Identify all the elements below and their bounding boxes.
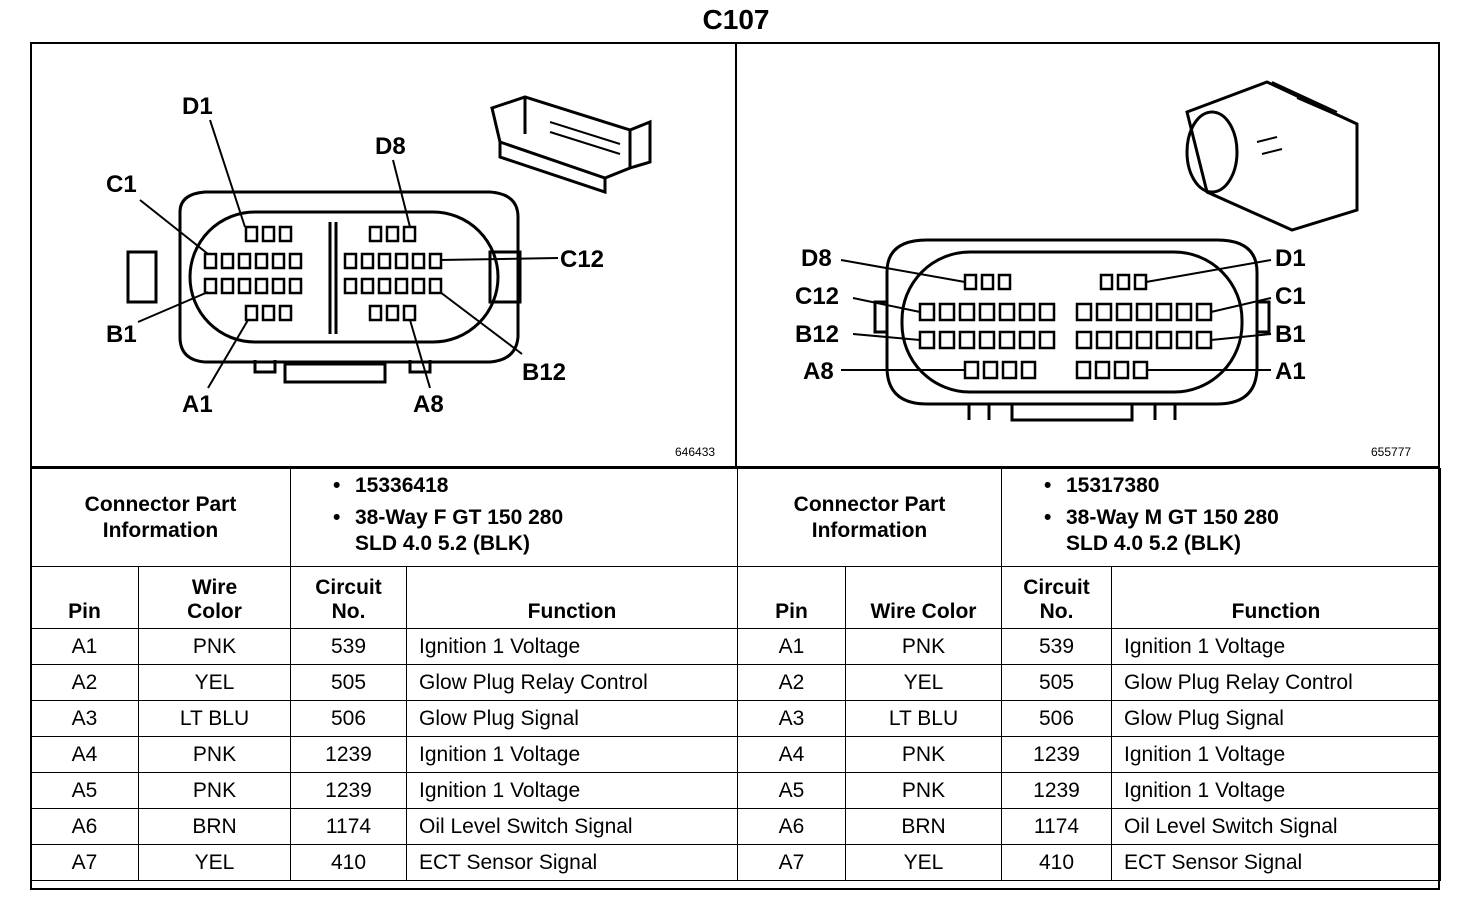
- header-pin: Pin: [30, 566, 139, 629]
- left-bottom-lock: [283, 362, 387, 384]
- header-wire-color: Wire Color: [845, 566, 1002, 629]
- right-cavities: [918, 273, 1213, 380]
- label-d1: D1: [182, 93, 213, 120]
- right-face-oval: [900, 250, 1244, 394]
- part-description-2: SLD 4.0 5.2 (BLK): [355, 532, 531, 555]
- label-a8: A8: [803, 358, 834, 385]
- label-c12: C12: [795, 283, 839, 310]
- part-number: 15336418: [355, 474, 449, 497]
- right-bottom-latch: [967, 404, 1177, 422]
- left-shell-outline: [178, 190, 520, 364]
- right-right-tab: [1255, 300, 1271, 334]
- part-description-2: SLD 4.0 5.2 (BLK): [1066, 532, 1242, 555]
- label-d8: D8: [375, 133, 406, 160]
- part-description: 38-Way M GT 150 280: [1066, 506, 1279, 529]
- right-left-tab: [873, 300, 889, 334]
- left-connector-panel: D1 D8 C1 C12 B1 B12 A1 A8 646433: [30, 42, 737, 468]
- right-connector-panel: D8 D1 C12 C1 B12 B1 A8 A1 655777: [737, 42, 1440, 468]
- left-leader-lines: [137, 119, 559, 389]
- left-face-oval: [188, 210, 500, 344]
- label-b1: B1: [1275, 321, 1306, 348]
- label-d1: D1: [1275, 245, 1306, 272]
- right-shell-outline: [885, 238, 1259, 406]
- right-side-tab: [488, 250, 522, 304]
- left-iso-housing: [490, 95, 632, 180]
- label-c12: C12: [560, 246, 604, 273]
- label-a8: A8: [413, 391, 444, 418]
- left-bottom-latch: [253, 360, 432, 374]
- label-c1: C1: [1275, 283, 1306, 310]
- right-iso-housing: [1185, 80, 1359, 232]
- right-leader-lines: [840, 259, 1272, 371]
- label-c1: C1: [106, 171, 137, 198]
- part-number: 15317380: [1066, 474, 1160, 497]
- label-a1: A1: [1275, 358, 1306, 385]
- figure-number: 646433: [675, 445, 715, 459]
- label-a1: A1: [182, 391, 213, 418]
- label-b1: B1: [106, 321, 137, 348]
- left-connector-drawing: D1 D8 C1 C12 B1 B12 A1 A8 646433: [106, 93, 715, 459]
- diagram-title: C107: [702, 4, 770, 35]
- header-function: Function: [406, 566, 738, 629]
- figure-number: 655777: [1371, 445, 1411, 459]
- left-side-tab: [126, 250, 158, 304]
- right-connector-drawing: D8 D1 C12 C1 B12 B1 A8 A1 655777: [795, 80, 1411, 459]
- label-d8: D8: [801, 245, 832, 272]
- label-b12: B12: [522, 359, 566, 386]
- left-cavities: [203, 225, 443, 322]
- header-pin: Pin: [737, 566, 846, 629]
- part-description: 38-Way F GT 150 280: [355, 506, 564, 529]
- label-b12: B12: [795, 321, 839, 348]
- header-function: Function: [1111, 566, 1441, 629]
